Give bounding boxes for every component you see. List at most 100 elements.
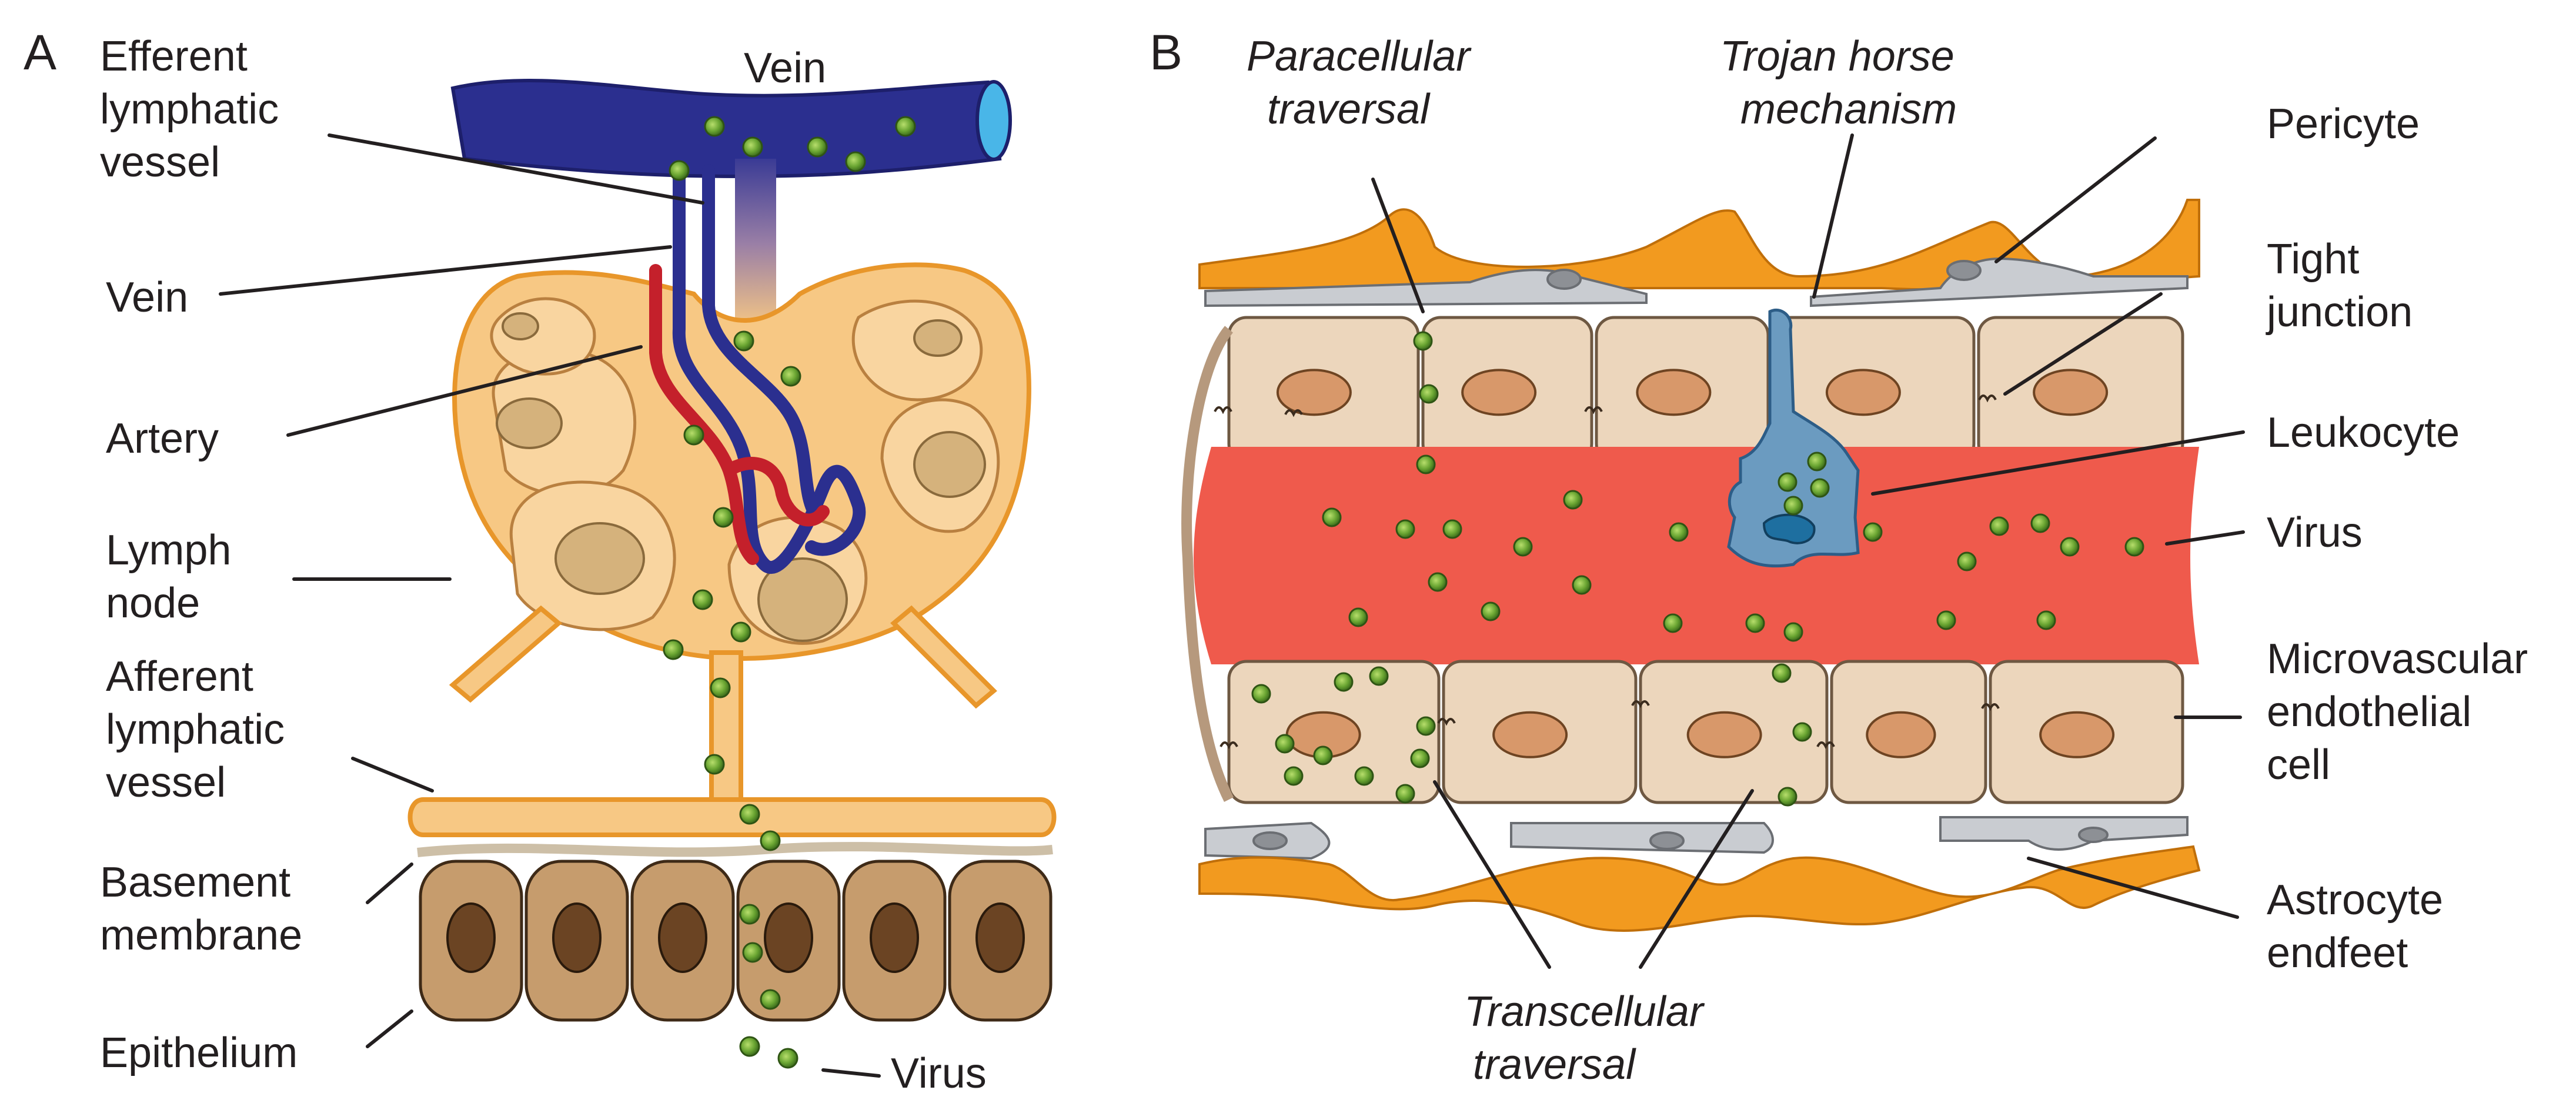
- efferent-lymphatic-vessel: [735, 159, 776, 329]
- basement-membrane: [417, 842, 1053, 857]
- virus-particle: [1416, 454, 1436, 474]
- endothelial-cells-bottom: [1219, 660, 2184, 804]
- label-virus-b: Virus: [2267, 509, 2363, 556]
- endothelial-nucleus: [2039, 711, 2115, 758]
- label-lymph-node-2: node: [106, 580, 200, 627]
- virus-particle: [1936, 610, 1956, 630]
- virus-particle: [1251, 684, 1271, 704]
- viruses-panel-b: [1251, 331, 2144, 807]
- epithelial-nucleus: [975, 902, 1025, 973]
- virus-particle: [1778, 787, 1797, 807]
- label-virus-a: Virus: [891, 1050, 987, 1097]
- virus-particle: [1428, 572, 1448, 592]
- virus-particle: [669, 160, 690, 181]
- virus-particle: [1334, 672, 1354, 692]
- panel-b: B: [1150, 25, 2528, 1088]
- virus-particle: [713, 507, 734, 528]
- tight-junction-icon: [1631, 700, 1650, 708]
- pericytes-bottom: [1204, 816, 2189, 860]
- virus-particle: [807, 136, 828, 158]
- virus-particle: [663, 639, 684, 660]
- label-efferent-1: Efferent: [100, 33, 248, 80]
- virus-particle: [1778, 472, 1797, 492]
- endothelial-nucleus: [1492, 711, 1568, 758]
- label-transcellular-2: traversal: [1473, 1041, 1636, 1088]
- virus-particle: [1807, 452, 1827, 472]
- virus-particle: [1772, 663, 1792, 683]
- tight-junction-icon: [1219, 741, 1238, 750]
- leukocyte-nucleus: [1762, 513, 1816, 544]
- virus-particle: [1669, 522, 1689, 542]
- label-afferent-3: vessel: [106, 759, 226, 806]
- label-trojan-2: mechanism: [1740, 86, 1957, 133]
- virus-particle: [692, 589, 713, 610]
- virus-particle: [1416, 716, 1436, 736]
- virus-particle: [1413, 331, 1433, 351]
- virus-particle: [704, 754, 725, 775]
- pericytes-top: [1204, 257, 2189, 307]
- virus-particle: [2060, 537, 2080, 557]
- virus-particle: [1745, 613, 1765, 633]
- virus-particle: [742, 942, 763, 963]
- labels-panel-b: Paracellular traversal Trojan horse mech…: [1247, 33, 2528, 1088]
- viruses-panel-a: [663, 116, 916, 1069]
- virus-particle: [1792, 722, 1812, 742]
- virus-particle: [733, 330, 754, 352]
- epithelial-nucleus: [764, 902, 813, 973]
- panel-a: A: [24, 25, 1057, 1097]
- label-endothelial-3: cell: [2267, 741, 2330, 788]
- virus-particle: [1863, 522, 1883, 542]
- endothelial-nucleus: [1686, 711, 1762, 758]
- virus-particle: [1284, 766, 1304, 786]
- epithelial-nucleus: [658, 902, 707, 973]
- virus-particle: [1395, 784, 1415, 804]
- endothelial-cells-top: [1214, 316, 2184, 463]
- virus-particle: [742, 136, 763, 158]
- epithelial-nucleus: [552, 902, 602, 973]
- top-vein: [450, 79, 1012, 179]
- virus-particle: [1354, 766, 1374, 786]
- virus-particle: [710, 677, 731, 698]
- virus-particle: [1442, 519, 1462, 539]
- virus-particle: [739, 1036, 760, 1057]
- label-basement-2: membrane: [100, 912, 302, 959]
- virus-particle: [704, 116, 725, 137]
- virus-particle: [1572, 575, 1592, 595]
- virus-particle: [1783, 622, 1803, 642]
- label-trojan-1: Trojan horse: [1720, 33, 1954, 80]
- tight-junction-icon: [1816, 741, 1835, 750]
- panel-a-letter: A: [24, 25, 56, 80]
- label-tight-junction-1: Tight: [2267, 236, 2359, 283]
- epithelial-nucleus: [446, 902, 496, 973]
- virus-particle: [1395, 519, 1415, 539]
- virus-particle: [895, 116, 916, 137]
- epithelium: [419, 860, 1053, 1022]
- virus-particle: [683, 424, 704, 446]
- epithelial-nucleus: [870, 902, 919, 973]
- label-lymph-node-1: Lymph: [106, 527, 231, 574]
- virus-particle: [1481, 601, 1501, 621]
- virus-particle: [1563, 490, 1583, 510]
- virus-particle: [1369, 666, 1389, 686]
- label-artery: Artery: [106, 415, 219, 462]
- blood-lumen: [1194, 447, 2199, 664]
- panel-b-letter: B: [1150, 25, 1182, 80]
- endothelial-nucleus: [1825, 369, 1901, 416]
- endothelial-nucleus: [2033, 369, 2109, 416]
- virus-particle: [730, 621, 751, 643]
- virus-particle: [2036, 610, 2056, 630]
- label-leukocyte: Leukocyte: [2267, 409, 2460, 456]
- virus-particle: [1275, 734, 1295, 754]
- endothelial-nucleus: [1461, 369, 1537, 416]
- virus-particle: [1348, 607, 1368, 627]
- tight-junction-icon: [1584, 406, 1603, 414]
- virus-particle: [780, 366, 801, 387]
- label-basement-1: Basement: [100, 859, 290, 906]
- virus-particle: [1513, 537, 1533, 557]
- label-pericyte: Pericyte: [2267, 101, 2420, 148]
- labels-panel-a: Efferent lymphatic vessel Vein Vein Arte…: [100, 33, 987, 1097]
- virus-particle: [760, 989, 781, 1010]
- virus-particle: [1810, 478, 1830, 498]
- label-paracellular-2: traversal: [1267, 86, 1431, 133]
